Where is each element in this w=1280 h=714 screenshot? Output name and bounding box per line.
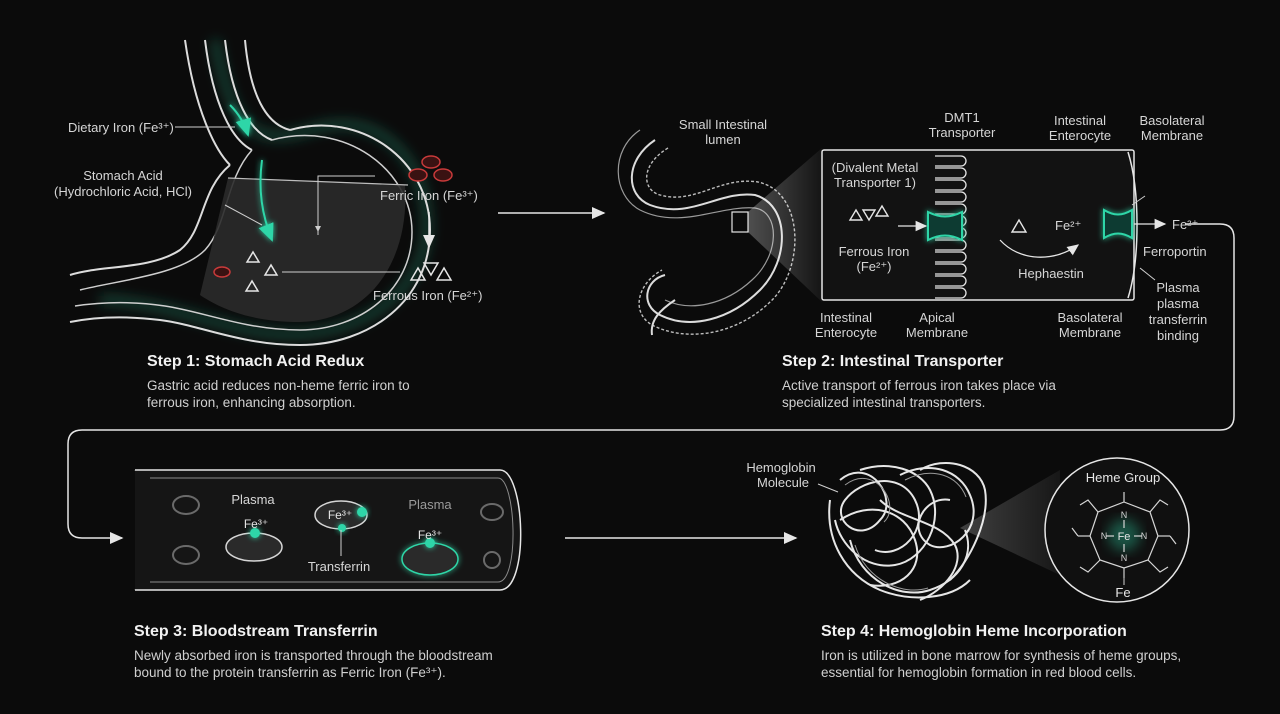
label-dmt1-1: DMT1 [944,110,979,125]
step4-desc-line: Iron is utilized in bone marrow for synt… [821,648,1182,663]
label-ferrous-iron: Ferrous Iron (Fe²⁺) [373,288,482,303]
label-basolateral-bottom-1: Basolateral [1057,310,1122,325]
label-heme-group: Heme Group [1086,470,1160,485]
label-divalent-1: (Divalent Metal [832,160,919,175]
step3-desc-line: bound to the protein transferrin as Ferr… [134,665,446,680]
label-n-bottom: N [1121,553,1128,563]
blood-vessel-illustration [134,469,522,591]
label-plasma-binding-3: transferrin [1149,312,1208,327]
step2-title: Step 2: Intestinal Transporter [782,353,1004,370]
label-basolateral-top-2: Membrane [1141,128,1203,143]
label-enterocyte-top-2: Enterocyte [1049,128,1111,143]
label-fe3-b: Fe³⁺ [328,508,352,522]
label-plasma-binding-2: plasma [1157,296,1200,311]
label-stomach-acid-1: Stomach Acid [83,168,163,183]
step1-title: Step 1: Stomach Acid Redux [147,353,365,370]
stomach-illustration [69,39,453,347]
label-plasma-binding-1: Plasma [1156,280,1200,295]
label-enterocyte-top-1: Intestinal [1054,113,1106,128]
label-hemoglobin-1: Hemoglobin [746,460,815,475]
label-ferric-iron: Ferric Iron (Fe³⁺) [380,188,478,203]
label-divalent-2: Transporter 1) [834,175,916,190]
step1-desc-line: Gastric acid reduces non-heme ferric iro… [147,378,410,393]
label-fe-center: Fe [1118,531,1131,543]
label-fe2-out: Fe²⁺ [1172,217,1198,232]
intestine-illustration [617,129,1167,336]
label-plasma-left: Plasma [231,492,275,507]
label-fe3-a: Fe³⁺ [244,517,268,531]
step2-desc-line: Active transport of ferrous iron takes p… [782,378,1056,393]
label-n-left: N [1101,531,1108,541]
step4-title: Step 4: Hemoglobin Heme Incorporation [821,623,1127,640]
step1-desc-line: ferrous iron, enhancing absorption. [147,395,356,410]
label-n-top: N [1121,510,1128,520]
step3-desc-line: Newly absorbed iron is transported throu… [134,648,493,663]
step4-desc-line: essential for hemoglobin formation in re… [821,665,1137,680]
label-dietary-iron: Dietary Iron (Fe³⁺) [68,120,174,135]
step2-desc-line: specialized intestinal transporters. [782,395,986,410]
hemoglobin-illustration [817,457,1190,603]
label-transferrin: Transferrin [308,559,370,574]
label-hephaestin: Hephaestin [1018,266,1084,281]
label-fe2-mid: Fe²⁺ [1055,218,1081,233]
label-hemoglobin-2: Molecule [757,475,809,490]
label-basolateral-bottom-2: Membrane [1059,325,1121,340]
label-enterocyte-bottom-2: Enterocyte [815,325,877,340]
label-apical-1: Apical [919,310,955,325]
step2-desc: Active transport of ferrous iron takes p… [782,377,1056,411]
label-plasma-binding-4: binding [1157,328,1199,343]
label-ferrous-iron-2-2: (Fe²⁺) [856,259,891,274]
label-dmt1-2: Transporter [929,125,996,140]
label-fe-bottom: Fe [1115,585,1130,600]
step3-title: Step 3: Bloodstream Transferrin [134,623,378,640]
step4-desc: Iron is utilized in bone marrow for synt… [821,647,1181,681]
label-apical-2: Membrane [906,325,968,340]
label-basolateral-top-1: Basolateral [1139,113,1204,128]
label-lumen-1: Small Intestinal [679,117,767,132]
label-lumen-2: lumen [705,132,740,147]
label-enterocyte-bottom-1: Intestinal [820,310,872,325]
label-fe3-c: Fe³⁺ [418,528,442,542]
label-n-right: N [1141,531,1148,541]
flow-connector-2-3 [67,223,1235,544]
step1-desc: Gastric acid reduces non-heme ferric iro… [147,377,410,411]
step3-desc: Newly absorbed iron is transported throu… [134,647,493,681]
label-ferrous-iron-2-1: Ferrous Iron [839,244,910,259]
label-plasma-right: Plasma [408,497,452,512]
label-ferroportin: Ferroportin [1143,244,1207,259]
label-stomach-acid-2: (Hydrochloric Acid, HCl) [54,184,192,199]
